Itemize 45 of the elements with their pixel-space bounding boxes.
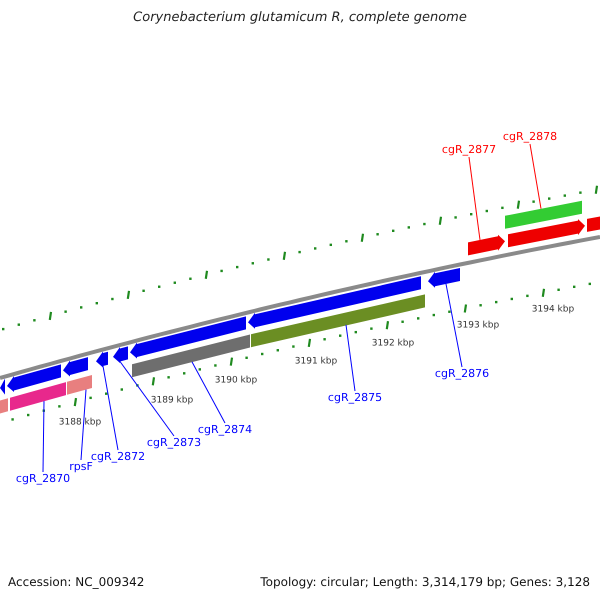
gene-feature: [63, 357, 88, 376]
scale-label: 3193 kbp: [456, 320, 500, 332]
gene-label: cgR_2878: [502, 130, 558, 144]
gene-label: cgR_2876: [434, 367, 490, 381]
leader-line: [192, 361, 226, 424]
gene-feature: [428, 268, 460, 288]
gene-label: cgR_2877: [442, 143, 496, 157]
leader-line: [102, 366, 118, 450]
gene-label: rpsF: [69, 460, 93, 474]
gene-bar: [587, 216, 600, 232]
gene-feature: [468, 234, 505, 256]
gene-bar: [10, 382, 66, 411]
leader-line: [468, 156, 480, 240]
gene-feature: [130, 316, 246, 358]
gene-label: cgR_2874: [198, 423, 252, 437]
gene-bar: [251, 294, 425, 348]
gene-bar: [67, 375, 92, 395]
leader-line: [80, 389, 86, 460]
scale-label: 3191 kbp: [294, 356, 338, 368]
gene-label: cgR_2875: [328, 391, 382, 405]
gene-feature: [0, 378, 5, 395]
gene-bar: [132, 334, 250, 378]
gene-feature: [248, 276, 421, 329]
gene-feature: [7, 364, 61, 392]
gene-label: cgR_2873: [146, 436, 202, 450]
gene-label: cgR_2870: [16, 472, 70, 486]
genome-info-text: Topology: circular; Length: 3,314,179 bp; Genes: 3,128: [260, 575, 590, 590]
gene-label: cgR_2872: [90, 450, 146, 464]
gene-bar: [0, 398, 8, 414]
gene-bar: [505, 200, 582, 229]
leader-line: [42, 400, 44, 472]
scale-label: 3188 kbp: [58, 418, 102, 428]
scale-label: 3192 kbp: [372, 338, 414, 350]
leader-line: [446, 283, 462, 368]
diagram-title: Corynebacterium glutamicum R, complete genome: [132, 10, 468, 26]
scale-label: 3189 kbp: [150, 396, 194, 406]
leader-line: [346, 324, 356, 392]
scale-label: 3190 kbp: [214, 376, 258, 386]
accession-text: Accession: NC_009342: [8, 575, 144, 590]
gene-feature: [508, 219, 585, 248]
leader-line: [530, 144, 542, 210]
scale-label: 3194 kbp: [532, 304, 574, 316]
gene-feature: [96, 352, 108, 368]
leader-line: [120, 361, 174, 436]
gene-feature: [113, 346, 128, 363]
